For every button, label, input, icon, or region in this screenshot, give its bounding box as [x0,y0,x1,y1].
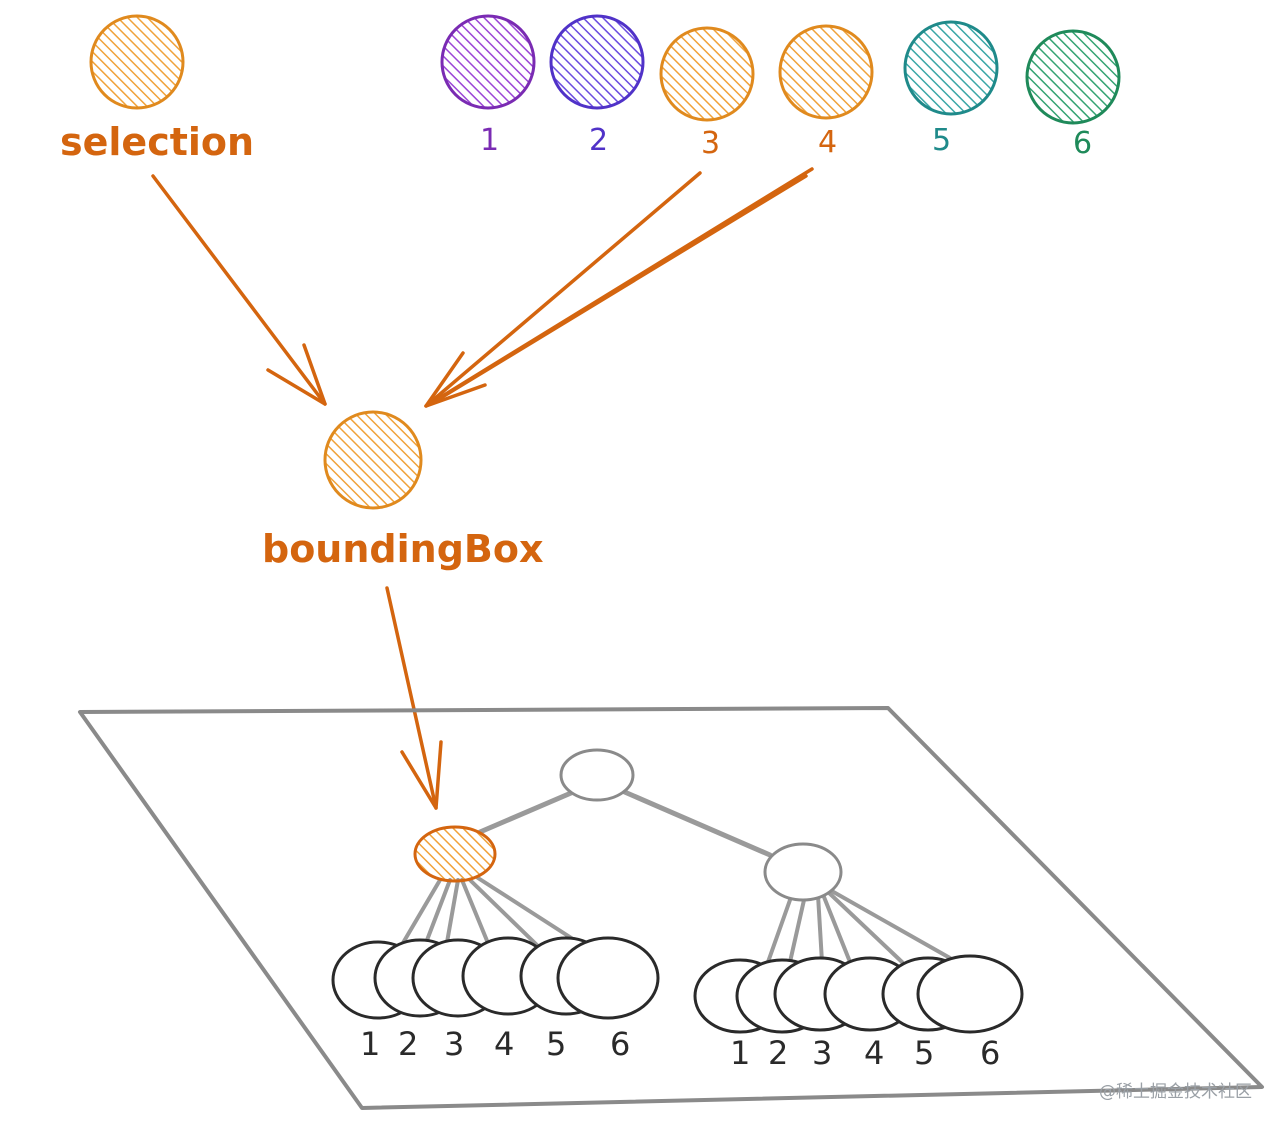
right-leaf-label-3: 3 [812,1034,832,1072]
right-leaf-label-5: 5 [914,1034,934,1072]
right-leaf-label-4: 4 [864,1034,884,1072]
right-leaf-6 [916,954,1024,1034]
bounding-box-circle [323,410,423,510]
right-leaf-labels: 1 2 3 4 5 6 [730,1034,1000,1072]
top-circle-1-shape [440,14,536,110]
tree-root-node [559,748,635,802]
top-circle-6: 6 [1025,29,1121,161]
arrow-selection-to-boundingbox [151,174,327,406]
tree-plane [78,706,1264,1110]
top-circle-2-shape [549,14,645,110]
right-leaf-label-6: 6 [980,1034,1000,1072]
left-leaf-label-3: 3 [444,1025,464,1063]
top-circle-4-label: 4 [818,125,837,160]
watermark: @稀土掘金技术社区 [1099,1082,1252,1102]
left-leaf-6 [556,936,660,1020]
right-leaves [693,954,1024,1034]
top-circle-2: 2 [549,14,645,158]
top-circle-1-label: 1 [480,123,499,158]
left-leaf-label-5: 5 [546,1025,566,1063]
arrow-circle4-to-boundingbox [426,167,814,407]
tree-left-node-bounding-box [413,825,497,883]
selection-circle [89,14,185,110]
top-circle-3: 3 [659,26,755,161]
top-circle-4: 4 [778,24,874,160]
tree-edges [398,787,952,964]
top-circle-5-shape [903,20,999,116]
right-child-edges [766,888,952,964]
edge-root-left [477,787,581,835]
top-circle-2-label: 2 [589,123,608,158]
selection-label: selection [60,120,254,164]
top-circle-5: 5 [903,20,999,158]
top-circle-6-label: 6 [1073,126,1092,161]
top-circle-3-label: 3 [701,126,720,161]
edge-root-right [617,787,773,858]
top-circles: 1 2 3 4 5 6 [440,14,1121,161]
tree-right-node [763,842,843,902]
tree-internal-nodes [413,748,843,902]
top-circle-5-label: 5 [932,123,951,158]
left-leaf-label-6: 6 [610,1025,630,1063]
left-leaf-label-1: 1 [360,1025,380,1063]
left-leaf-label-4: 4 [494,1025,514,1063]
input-arrows [151,167,814,408]
arrow-boundingbox-to-tree [385,586,443,810]
selection-node: selection [60,14,254,164]
right-leaf-label-2: 2 [768,1034,788,1072]
arrow-circle3-to-boundingbox [424,171,702,408]
right-leaf-label-1: 1 [730,1034,750,1072]
left-leaf-label-2: 2 [398,1025,418,1063]
left-leaves [331,936,660,1020]
top-circle-4-shape [778,24,874,120]
top-circle-3-shape [659,26,755,122]
top-circle-1: 1 [440,14,536,158]
bounding-box-label: boundingBox [262,527,543,571]
top-circle-6-shape [1025,29,1121,125]
bounding-box-node: boundingBox [262,410,543,571]
left-leaf-labels: 1 2 3 4 5 6 [360,1025,630,1063]
